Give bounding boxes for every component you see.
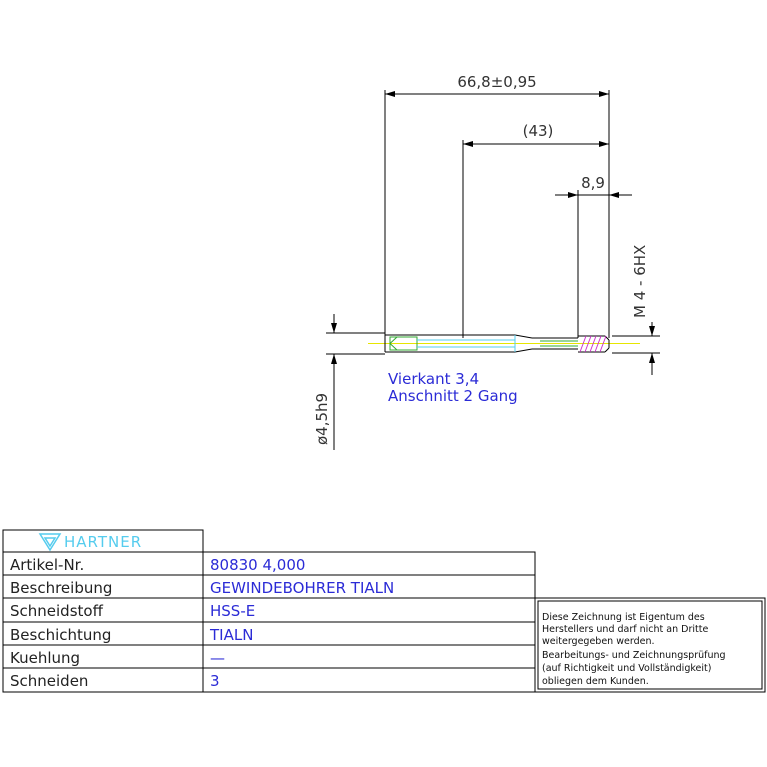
- row-label-material: Schneidstoff: [10, 602, 104, 620]
- row-label-description: Beschreibung: [10, 579, 112, 597]
- title-block-rows: Artikel-Nr. 80830 4,000 Beschreibung GEW…: [10, 556, 394, 690]
- hartner-logo: HARTNER: [38, 533, 142, 552]
- row-label-flutes: Schneiden: [10, 672, 88, 690]
- note-chamfer: Anschnitt 2 Gang: [388, 387, 518, 405]
- dimension-chamfer-length: [555, 190, 632, 338]
- disclaimer-line: obliegen dem Kunden.: [542, 676, 649, 687]
- row-value-flutes: 3: [210, 672, 220, 690]
- dimension-thread-length: [462, 140, 609, 338]
- thread-length-label: (43): [523, 122, 554, 140]
- shank-diameter-label: ø4,5h9: [313, 393, 331, 445]
- disclaimer-line: Bearbeitungs- und Zeichnungsprüfung: [542, 650, 726, 661]
- row-label-cooling: Kuehlung: [10, 649, 80, 667]
- dimension-shank-diameter: [326, 314, 385, 450]
- dimension-thread-diameter: [612, 322, 660, 375]
- row-label-coating: Beschichtung: [10, 626, 111, 644]
- disclaimer-line: weitergegeben werden.: [542, 636, 655, 647]
- disclaimer-line: Diese Zeichnung ist Eigentum des: [542, 612, 705, 623]
- row-value-description: GEWINDEBOHRER TIALN: [210, 579, 394, 597]
- row-label-article: Artikel-Nr.: [10, 556, 84, 574]
- thread-spec-label: M 4 - 6HX: [631, 245, 649, 318]
- row-value-cooling: —: [210, 649, 225, 667]
- disclaimer-line: Herstellers und darf nicht an Dritte: [542, 624, 708, 635]
- disclaimer-line: (auf Richtigkeit und Vollständigkeit): [542, 663, 711, 674]
- disclaimer-box: Diese Zeichnung ist Eigentum des Herstel…: [542, 612, 726, 687]
- note-square: Vierkant 3,4: [388, 370, 479, 388]
- overall-length-label: 66,8±0,95: [457, 73, 536, 91]
- row-value-material: HSS-E: [210, 602, 255, 620]
- row-value-coating: TIALN: [209, 626, 253, 644]
- row-value-article: 80830 4,000: [210, 556, 305, 574]
- chamfer-length-label: 8,9: [581, 174, 605, 192]
- title-block: [2, 529, 766, 693]
- logo-icon: [38, 533, 62, 552]
- dimension-overall-length: [384, 90, 610, 338]
- logo-text: HARTNER: [64, 533, 142, 551]
- tap-body: [368, 334, 640, 353]
